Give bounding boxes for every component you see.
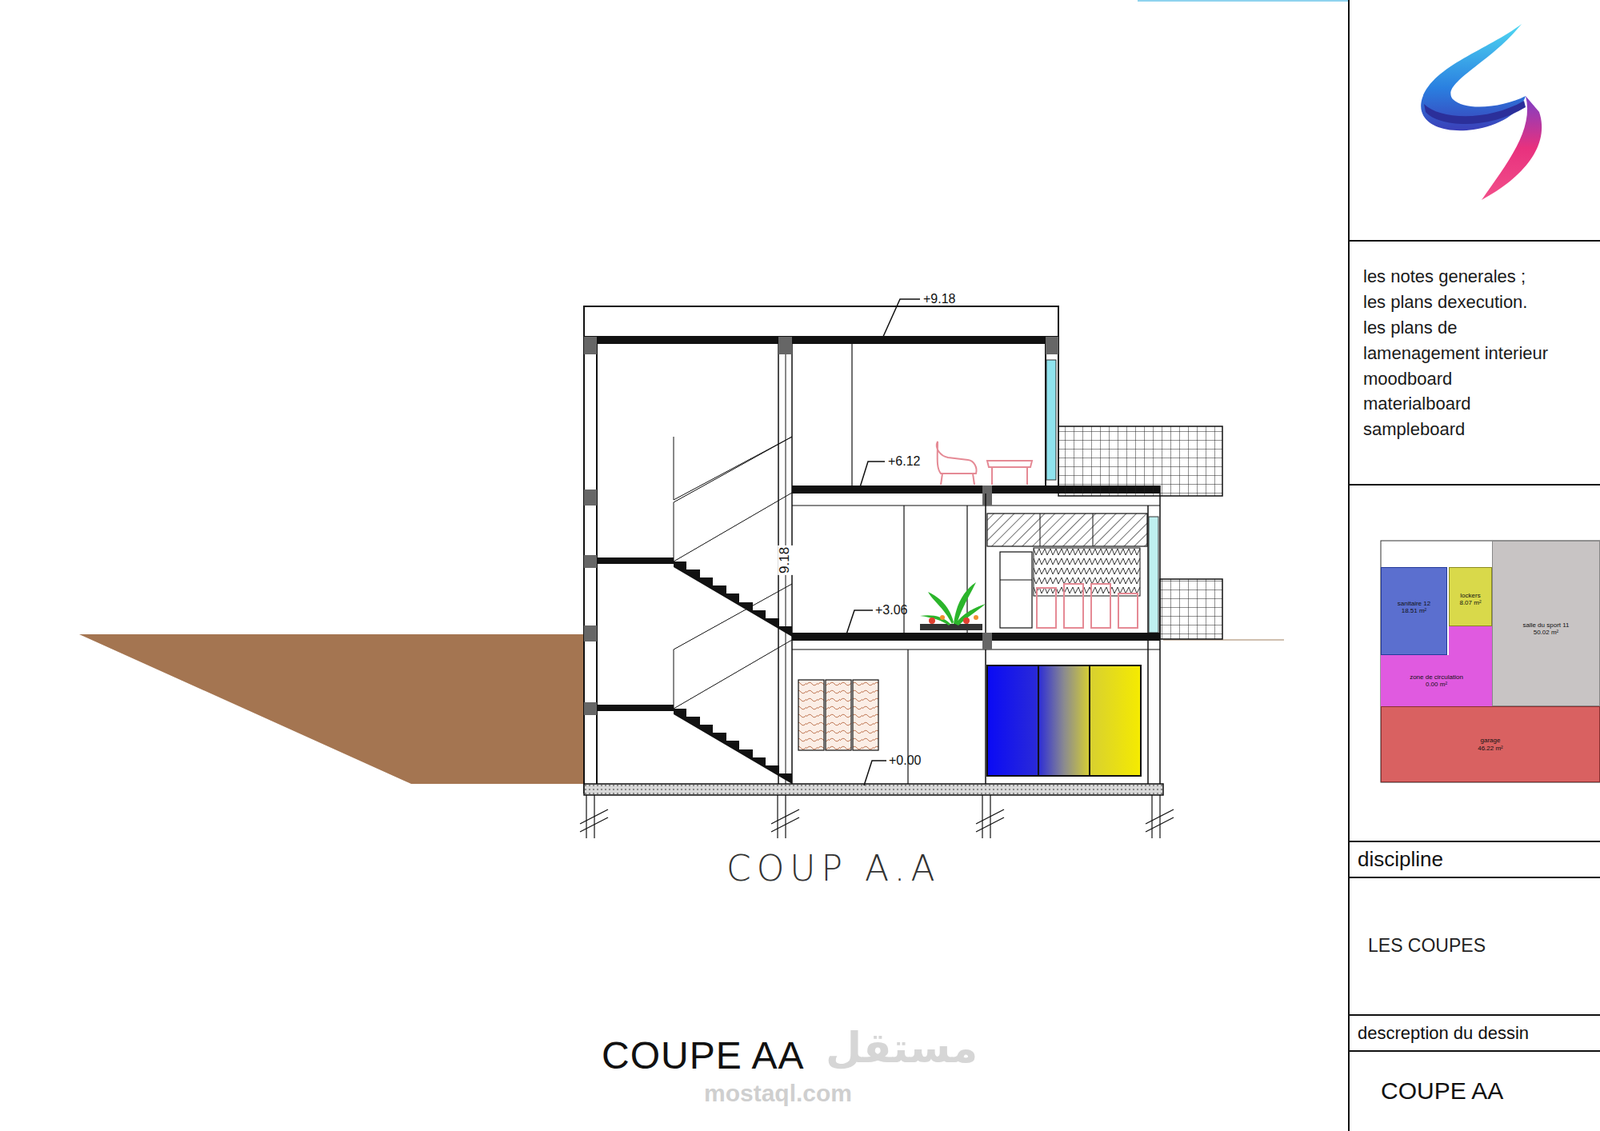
room-area: sanitaire 1218.51 m² <box>1380 567 1448 656</box>
section-caption: COUP A.A <box>726 849 941 888</box>
cell-text: discipline <box>1357 847 1444 872</box>
level-marker: +0.00 <box>888 753 921 768</box>
room-area-value: 8.07 m² <box>1459 599 1481 607</box>
cell-text: COUPE AA <box>1380 1076 1504 1106</box>
title-block-cell: LES COUPES <box>1352 880 1597 1013</box>
cell-text: descreption du dessin <box>1357 1023 1529 1044</box>
room-area-value: 50.02 m² <box>1533 628 1560 636</box>
room-area: zone de circulation0.00 m² <box>1380 655 1492 707</box>
cell-text: sampleboard <box>1363 416 1465 443</box>
cell-text: materialboard <box>1363 391 1472 417</box>
room-area-value: 46.22 m² <box>1477 744 1504 752</box>
drawing-title: COUPE AA <box>601 1035 804 1078</box>
room-name: sanitaire 12 <box>1397 600 1431 608</box>
notes-cell: les notes generales ;les plans dexecutio… <box>1363 264 1573 480</box>
room-name: garage <box>1480 736 1501 744</box>
room-area: salle du sport 1150.02 m² <box>1492 540 1600 707</box>
room-name: zone de circulation <box>1409 673 1464 681</box>
cell-text: les plans dexecution. <box>1363 289 1528 316</box>
level-marker: +6.12 <box>888 454 920 469</box>
room-area: lockers8.07 m² <box>1448 567 1492 627</box>
level-marker: +3.06 <box>875 603 908 618</box>
cell-text: les plans de lamenagement interieur <box>1363 315 1573 367</box>
watermark: mostaql.com <box>704 1080 852 1107</box>
room-name: lockers <box>1460 592 1480 600</box>
watermark: مستقل <box>825 1025 978 1072</box>
title-block-header: descreption du dessin <box>1352 1017 1597 1050</box>
room-area: garage46.22 m² <box>1380 706 1600 783</box>
title-block-cell: COUPE AA <box>1352 1053 1597 1129</box>
cell-text: LES COUPES <box>1368 935 1486 958</box>
cell-text: moodboard <box>1363 366 1452 392</box>
room-area-value: 0.00 m² <box>1425 680 1448 688</box>
level-marker: +9.18 <box>923 292 956 307</box>
room-name: salle du sport 11 <box>1522 621 1569 629</box>
dimension-label: 9.18 <box>778 544 794 575</box>
room-area-value: 18.51 m² <box>1401 607 1428 615</box>
cell-text: les notes generales ; <box>1363 264 1526 290</box>
title-block-header: discipline <box>1352 844 1597 876</box>
